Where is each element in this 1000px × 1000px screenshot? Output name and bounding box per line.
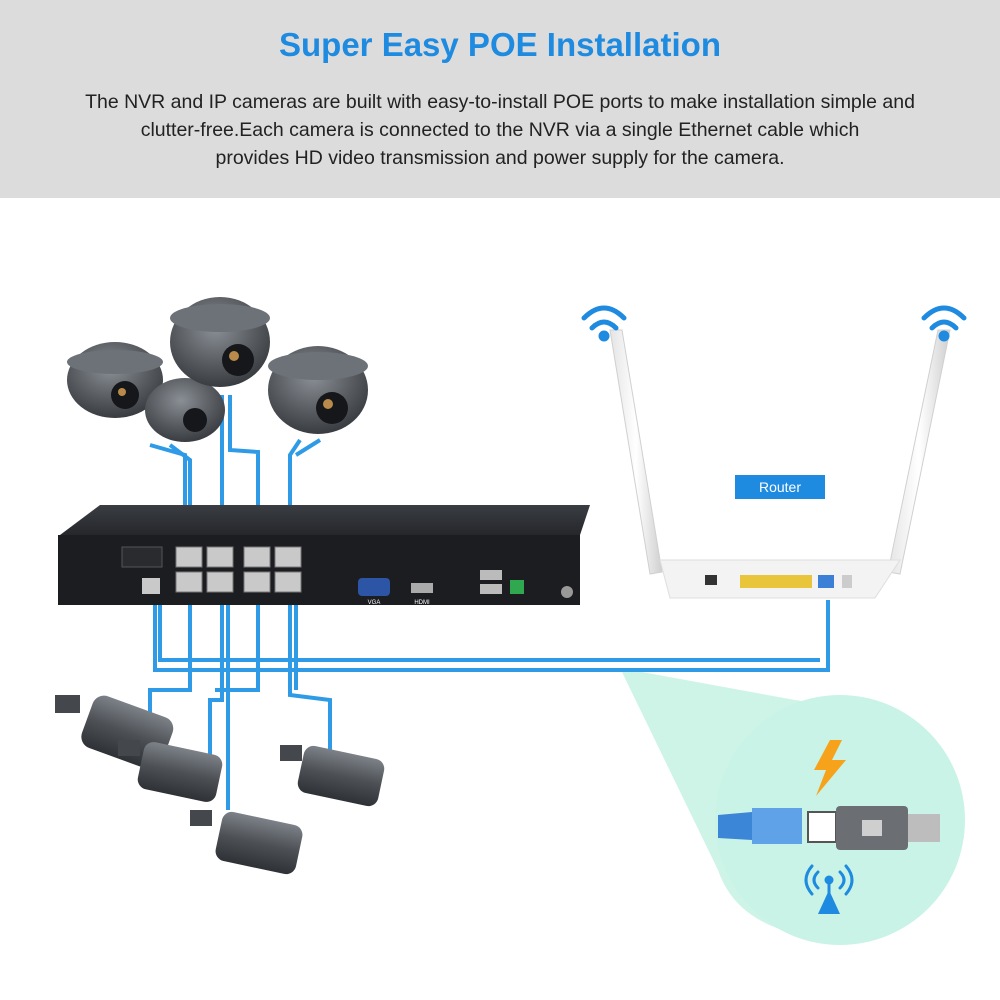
dome-camera: [268, 346, 368, 434]
bullet-camera: [190, 810, 303, 875]
wifi-icon: [581, 305, 627, 342]
router-label: Router: [735, 475, 825, 499]
hdmi-label: HDMI: [414, 600, 430, 606]
vga-label: VGA: [368, 600, 381, 606]
dome-camera: [170, 297, 270, 387]
router: [609, 329, 951, 599]
nvr-recorder: VGA HDMI: [58, 505, 590, 606]
description: The NVR and IP cameras are built with ea…: [40, 88, 960, 172]
description-line: The NVR and IP cameras are built with ea…: [85, 91, 915, 113]
poe-ports: [175, 546, 302, 593]
wifi-icon: [921, 305, 967, 342]
description-line: provides HD video transmission and power…: [215, 147, 785, 169]
lightning-icon: [814, 740, 846, 796]
bullet-camera: [280, 745, 385, 807]
dome-camera: [67, 342, 163, 418]
antenna-signal-icon: [804, 864, 854, 914]
poe-zoom-panel: [620, 668, 965, 945]
rj45-connector-icon: [718, 806, 940, 850]
bullet-camera: [118, 740, 223, 802]
page-title: Super Easy POE Installation: [279, 26, 721, 63]
header-banner: Super Easy POE Installation The NVR and …: [0, 0, 1000, 198]
dome-camera: [145, 378, 225, 442]
description-line: clutter-free.Each camera is connected to…: [140, 119, 860, 141]
